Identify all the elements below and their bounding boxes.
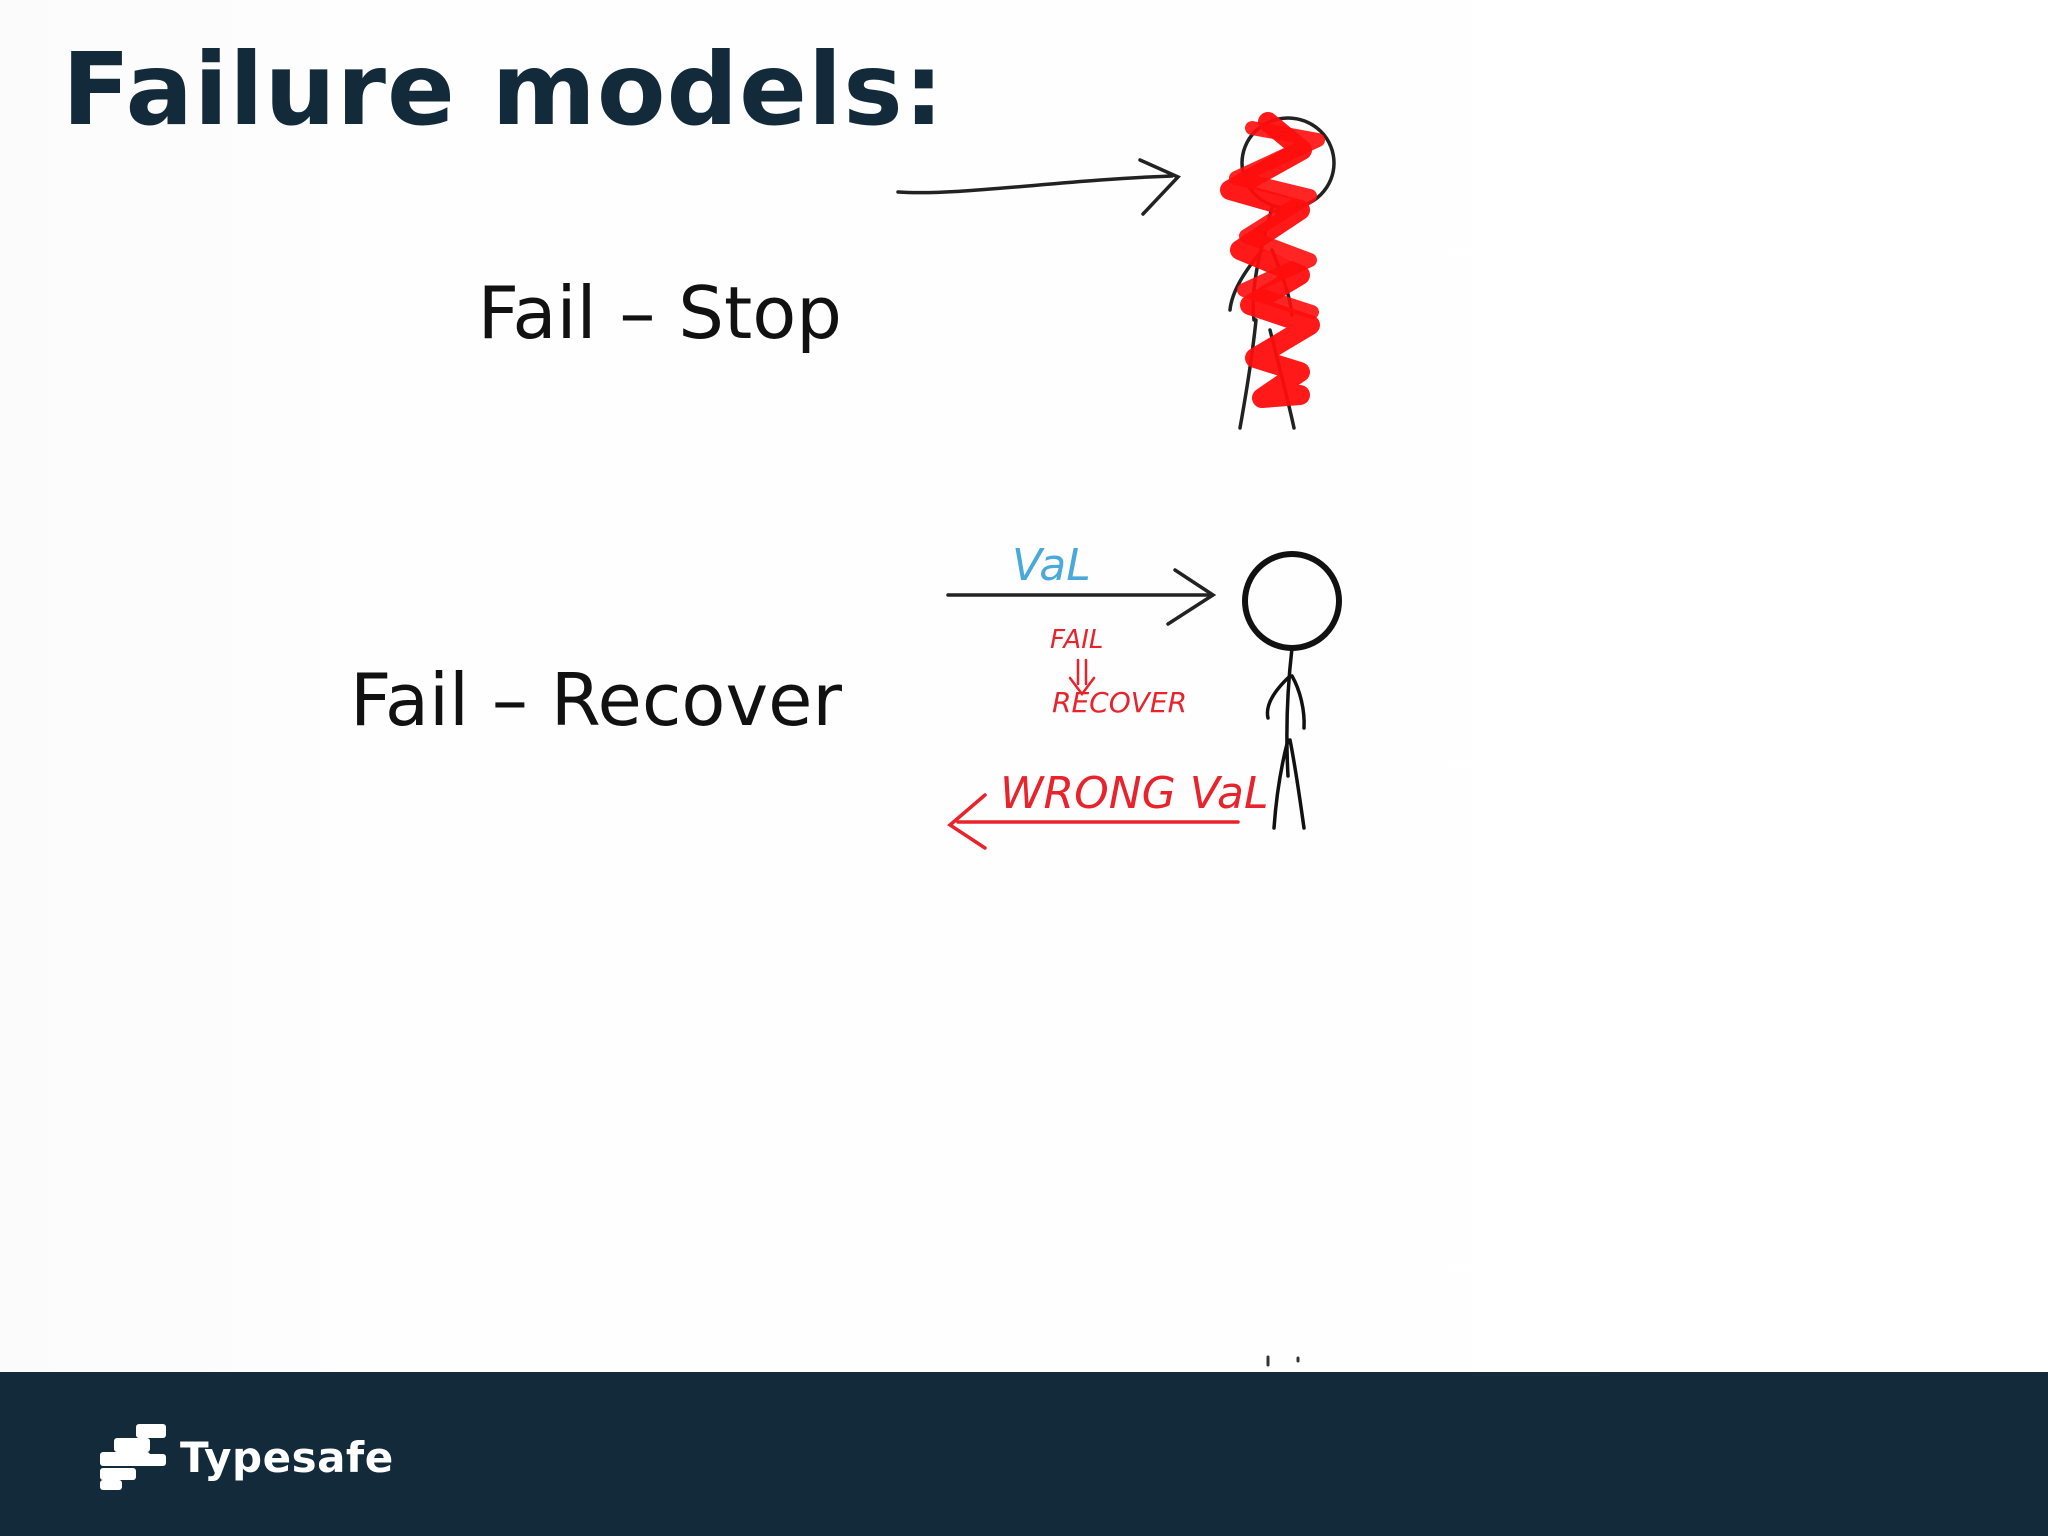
fail-label: FAIL (1050, 625, 1103, 655)
fail-stop-label: Fail – Stop (477, 271, 842, 355)
recovering-stick-figure (1242, 551, 1342, 830)
stray-marks (1266, 1355, 1300, 1367)
wrong-val-label: WRONG VaL (1000, 768, 1268, 819)
failure-sketch: VaL FAIL RECOVER WRONG VaL (896, 112, 1342, 1367)
slide-title: Failure models: (62, 31, 945, 148)
val-label: VaL (1012, 540, 1091, 591)
implies-arrow-icon (1068, 658, 1096, 697)
typesafe-logo-icon (100, 1424, 166, 1490)
recover-label: RECOVER (1052, 686, 1187, 719)
typesafe-logo: Typesafe (100, 1424, 394, 1490)
footer-bar: Typesafe (0, 1372, 2048, 1536)
wrong-val-response-arrow (947, 793, 1240, 850)
fail-stop-request-arrow (896, 158, 1181, 216)
val-request-arrow (946, 568, 1217, 626)
fail-recover-label: Fail – Recover (350, 658, 842, 742)
brand-name: Typesafe (180, 1432, 394, 1482)
